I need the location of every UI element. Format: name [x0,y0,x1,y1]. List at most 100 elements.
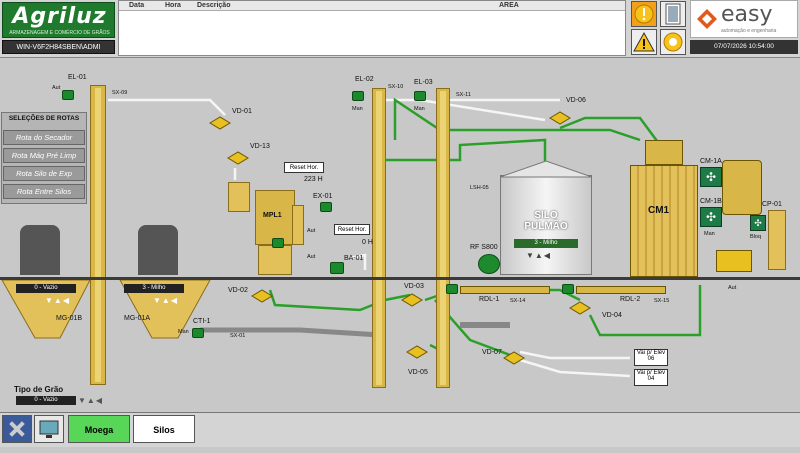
sx14-label: SX-14 [510,298,526,304]
sx11-label: SX-11 [456,92,471,98]
el03-motor[interactable] [414,91,426,101]
conveyor-cti1 [200,327,381,338]
mpl1-motor[interactable] [272,238,284,248]
el02-label: EL-02 [355,76,374,83]
cp01-fan[interactable]: ✣ [750,215,766,231]
alarm-col-time: Hora [165,2,181,9]
cm1a-label: CM-1A [700,158,722,165]
vd05-valve[interactable] [405,344,429,360]
cp01-cyclone [768,210,786,270]
mg01b-arrows-icon: ▼▲◀ [45,296,70,305]
route-vd-cross [393,97,441,140]
elevator-el03[interactable] [436,88,450,388]
vd04-label: VD-04 [602,312,622,319]
cyclone [228,182,250,212]
monitor-button[interactable] [34,415,64,443]
vd05-label: VD-05 [408,369,428,376]
truck-2 [138,225,178,275]
vd06-label: VD-06 [566,97,586,104]
to-elevator-06[interactable]: Vai p/ Elev 06 [634,349,668,366]
rdl1-conveyor[interactable] [460,286,550,294]
alarm-header [119,1,625,11]
route-dryer-button[interactable]: Rota do Secador [3,130,85,145]
ground-line [0,277,800,280]
cm1a-fan[interactable]: ✣ [700,167,722,187]
route-between-silos-button[interactable]: Rota Entre Silos [3,184,85,199]
el02-mode: Man [352,106,363,112]
silo-arrows-icon: ▼▲◀ [526,251,551,260]
vd02-label: VD-02 [228,287,248,294]
mg01b-label: MG-01B [56,315,83,322]
el03-mode: Man [414,106,425,112]
brand-name: Agriluz [12,4,107,29]
silo-pulmao[interactable] [500,175,592,275]
alarm-list[interactable]: Data Hora Descrição AREA [118,0,626,56]
el02-motor[interactable] [352,91,364,101]
nav-moega[interactable]: Moega [68,415,130,443]
burner-mode: Aut [728,285,737,291]
route-panel-title: SELEÇÕES DE ROTAS [8,115,80,122]
alarm-ack-button[interactable] [631,1,657,27]
burner[interactable] [716,250,752,272]
alarm-col-date: Data [129,2,145,9]
dryer-cm1[interactable] [630,165,698,277]
vd02-valve[interactable] [250,288,274,304]
cm1b-label: CM-1B [700,198,722,205]
alarm-col-description: Descrição [197,2,231,9]
tools-icon [9,421,25,437]
exit-button[interactable] [660,1,686,27]
alarm-col-area: AREA [499,2,519,9]
vd07-valve[interactable] [502,350,526,366]
sx09-label: SX-09 [112,90,128,96]
warning-button[interactable] [631,29,657,55]
ba01-motor[interactable] [330,262,344,274]
rdl1-motor[interactable] [446,284,458,294]
vd03-valve[interactable] [400,292,424,308]
vd01-valve[interactable] [208,115,232,131]
cti1-mode: Man [178,329,189,335]
silo-title: SILO PULMÃO [524,210,568,232]
ex01-label: EX-01 [313,193,333,200]
vd13-valve[interactable] [226,150,250,166]
grain-type-value: 0 - Vazio [16,396,76,405]
elevator-el02[interactable] [372,88,386,388]
vd06-valve[interactable] [548,110,572,126]
cti1-motor[interactable] [192,328,204,338]
ba01-mode: Aut [307,254,316,260]
rdl1-label: RDL-1 [479,296,500,303]
cm1b-mode: Man [704,231,715,237]
alert-icon [634,4,654,24]
route-precleaner-button[interactable]: Rota Máq Pré Limp [3,148,85,163]
route-vd04-return [588,285,702,337]
vd03-label: VD-03 [404,283,424,290]
exhaust-duct [292,205,304,245]
vd13-label: VD-13 [250,143,270,150]
reset-hours-button-1[interactable]: Reset Hor. [284,162,324,173]
rdl2-motor[interactable] [562,284,574,294]
cm1-label: CM1 [648,205,670,216]
silo-status: 3 - Milho [514,239,578,248]
mg01a-arrows-icon: ▼▲◀ [153,296,178,305]
route-el03-dryer [438,110,641,142]
rdl2-conveyor[interactable] [576,286,666,294]
nav-silos[interactable]: Silos [133,415,195,443]
tools-button[interactable] [2,415,32,443]
rfs800-fan[interactable] [478,254,500,274]
cleaner-base [258,245,292,275]
to-elevator-04[interactable]: Vai p/ Elev 04 [634,369,668,386]
mg01a-status: 3 - Milho [124,284,184,293]
route-export-silo-button[interactable]: Rota Silo de Exp [3,166,85,181]
duct-ba01 [349,253,367,270]
ex01-motor[interactable] [320,202,332,212]
gear-icon [663,32,683,52]
sx15-label: SX-15 [654,298,670,304]
cm1b-fan[interactable]: ✣ [700,207,722,227]
sx10-label: SX-10 [388,84,404,90]
settings-button[interactable] [660,29,686,55]
cti1-label: CTI-1 [193,318,211,325]
elevator-el01[interactable] [90,85,106,385]
reset-hours-button-2[interactable]: Reset Hor. [334,224,370,235]
el01-motor[interactable] [62,90,74,100]
grain-type-label: Tipo de Grão [14,385,64,394]
vd04-valve[interactable] [568,300,592,316]
